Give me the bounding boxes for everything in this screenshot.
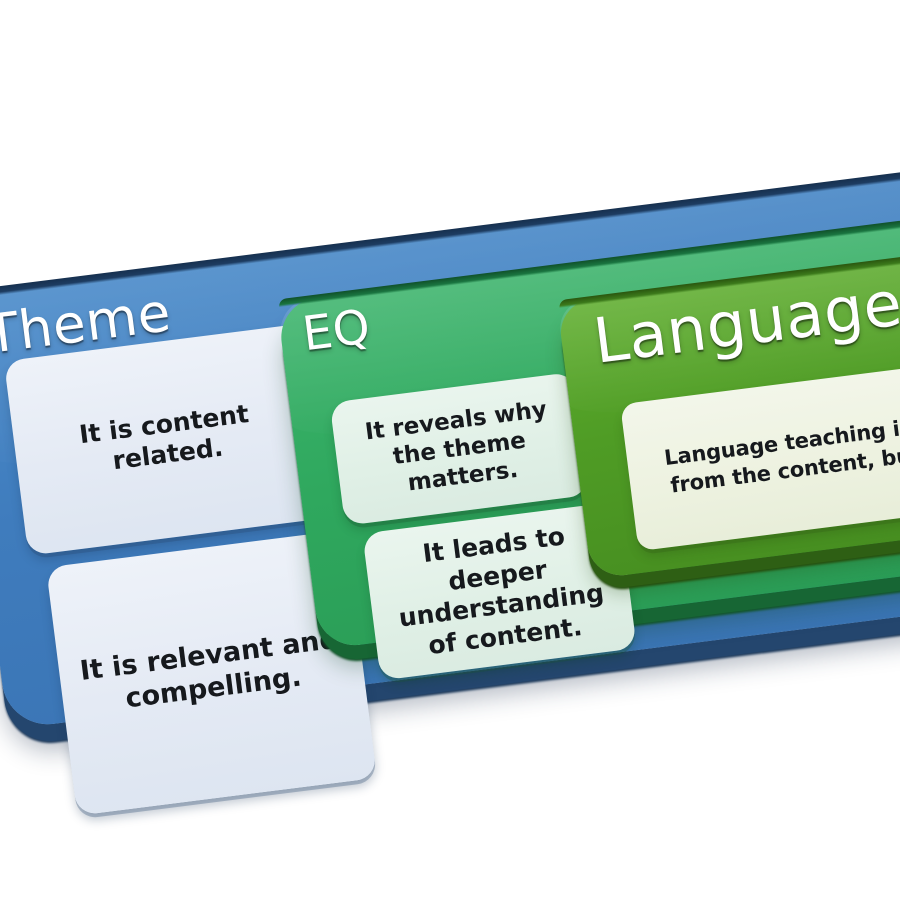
card-language-integrated-text: Language teaching is not isolated from t…	[662, 397, 900, 498]
card-eq-reveals-why[interactable]: It reveals why the theme matters.	[329, 371, 590, 526]
card-language-integrated[interactable]: Language teaching is not isolated from t…	[620, 345, 900, 552]
card-theme-content-related[interactable]: It is content related.	[3, 323, 329, 556]
panel-eq-title: EQ	[299, 299, 374, 363]
card-theme-content-related-text: It is content related.	[77, 398, 251, 476]
card-theme-relevant-compelling-text: It is relevant and compelling.	[78, 623, 341, 715]
card-eq-reveals-why-text: It reveals why the theme matters.	[363, 396, 549, 497]
